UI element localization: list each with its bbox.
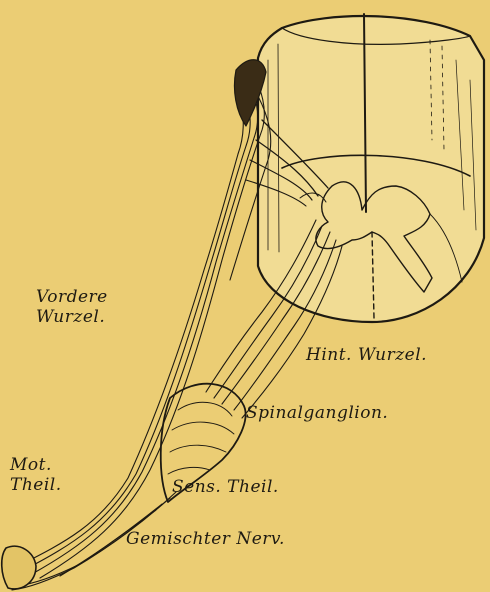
- label-sens-theil: Sens. Theil.: [172, 478, 279, 498]
- label-mot-line2: Theil.: [10, 476, 62, 496]
- nerve-cut-end: [2, 546, 36, 589]
- label-vordere-wurzel: Vordere Wurzel.: [36, 288, 108, 327]
- label-mot-line1: Mot.: [10, 456, 62, 476]
- label-vordere-line1: Vordere: [36, 288, 108, 308]
- label-mot-theil: Mot. Theil.: [10, 456, 62, 495]
- label-vordere-line2: Wurzel.: [36, 308, 108, 328]
- spinal-cord-outline: [258, 16, 484, 322]
- label-spinalganglion: Spinalganglion.: [246, 404, 388, 424]
- label-gemischter-nerv: Gemischter Nerv.: [126, 530, 285, 550]
- label-hint-wurzel: Hint. Wurzel.: [306, 346, 427, 366]
